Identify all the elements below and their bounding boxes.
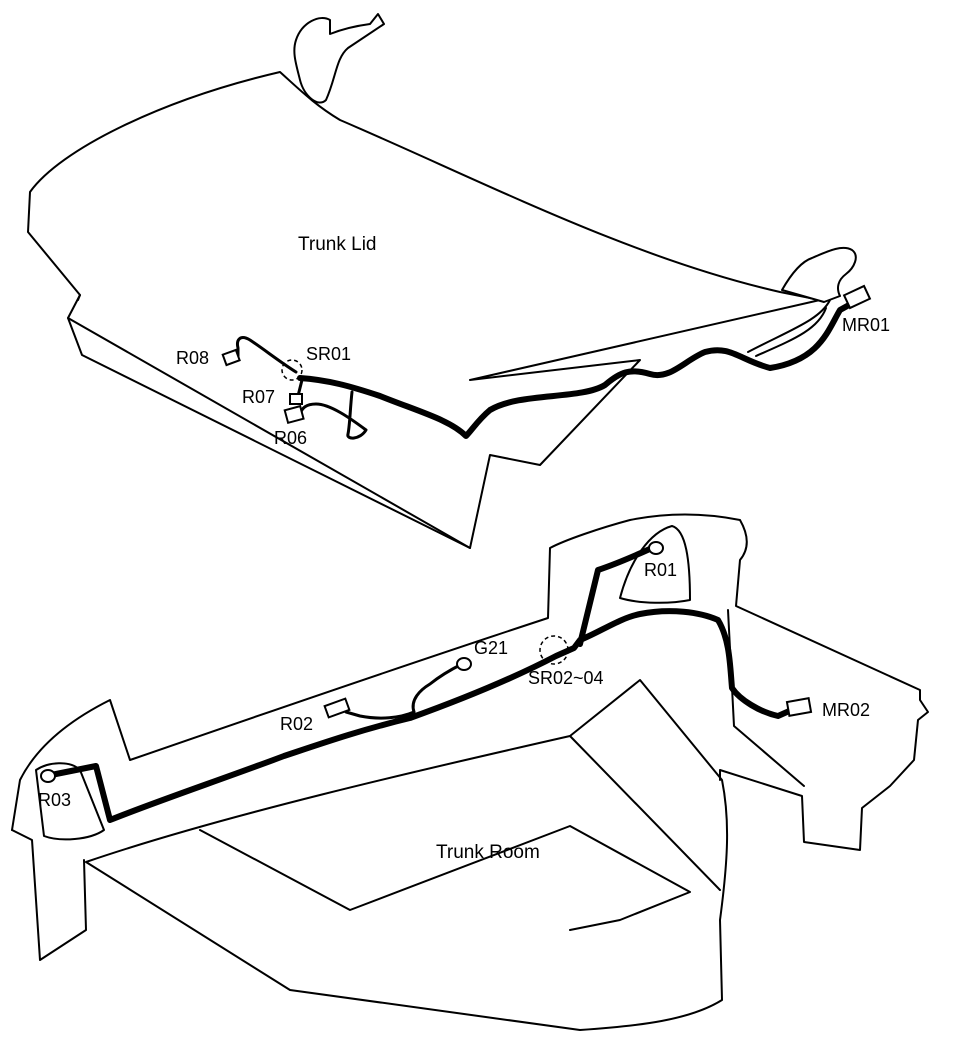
sr01-splice-marker xyxy=(281,359,303,381)
trunk-lid-right-hinge xyxy=(781,246,857,303)
sr02-04-splice-marker xyxy=(539,635,569,665)
mr02-label: MR02 xyxy=(822,700,870,720)
r03-connector xyxy=(40,769,56,783)
trunk-lid-lower-edge xyxy=(67,317,471,549)
sr01-label: SR01 xyxy=(306,344,351,364)
left-taillight-pocket xyxy=(35,762,105,841)
trunk-room-label: Trunk Room xyxy=(436,842,540,863)
g21-r02-branch xyxy=(411,662,464,714)
trunk-room-section: R01 G21 SR02~04 R02 MR02 R03 Trunk Room xyxy=(11,513,929,1031)
r08-connector xyxy=(221,348,241,367)
r07-label: R07 xyxy=(242,387,275,407)
r02-connector xyxy=(323,697,351,719)
r06-label: R06 xyxy=(274,428,307,448)
r01-label: R01 xyxy=(644,560,677,580)
trunk-lid-right-arm xyxy=(747,299,831,353)
r06-connector xyxy=(283,404,305,425)
r08-label: R08 xyxy=(176,348,209,368)
mr02-connector xyxy=(785,697,813,717)
trunk-room-floor-inner xyxy=(199,825,691,931)
trunk-lid-crease xyxy=(77,294,81,301)
r02-branch xyxy=(344,710,416,720)
trunk-lid-outline xyxy=(27,71,821,549)
g21-label: G21 xyxy=(474,638,508,658)
r01-branch xyxy=(577,545,655,647)
r08-branch xyxy=(236,336,298,374)
trunk-lid-hinge xyxy=(293,13,385,104)
mr01-connector xyxy=(842,284,872,310)
trunk-room-outline xyxy=(11,513,929,851)
trunk-room-floor-line xyxy=(569,735,721,891)
trunk-room-floor xyxy=(85,679,729,1031)
g21-connector xyxy=(456,657,472,671)
trunk-lid-main-harness xyxy=(297,297,861,439)
trunk-room-left-edge xyxy=(11,829,87,961)
trunk-lid-section: Trunk Lid R08 SR01 R07 R06 MR01 xyxy=(27,13,890,549)
r06-branch xyxy=(298,390,368,440)
r01-connector xyxy=(648,541,664,555)
r02-label: R02 xyxy=(280,714,313,734)
trunk-lid-right-arm-inner xyxy=(755,307,827,357)
r03-label: R03 xyxy=(38,790,71,810)
sr02-04-label: SR02~04 xyxy=(528,668,604,688)
trunk-lid-label: Trunk Lid xyxy=(298,234,377,255)
mr01-label: MR01 xyxy=(842,315,890,335)
r07-connector xyxy=(289,393,303,405)
trunk-room-main-harness xyxy=(43,608,799,823)
